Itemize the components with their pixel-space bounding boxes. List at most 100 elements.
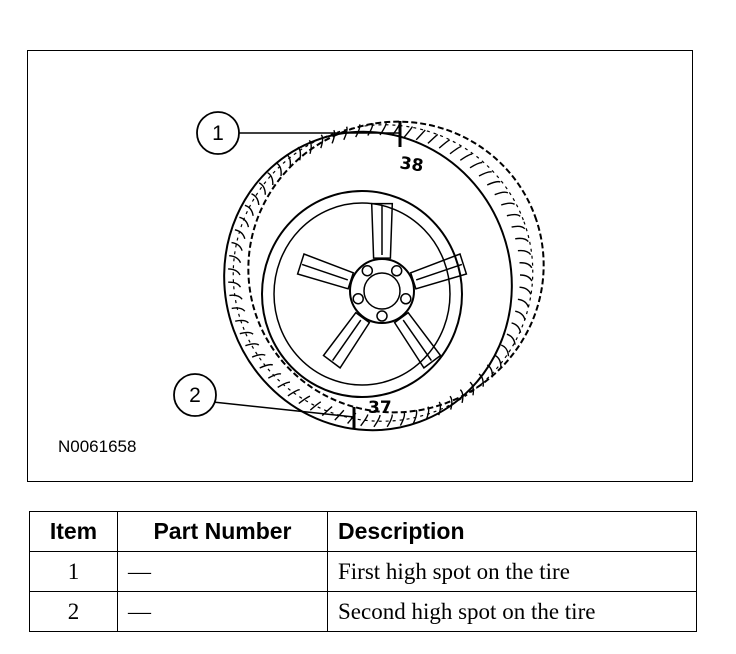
tread-lug [360, 414, 369, 427]
tire-mark-38: 38 [398, 153, 424, 176]
row-part-number: — [117, 551, 328, 592]
tread-lug [403, 126, 414, 138]
tread-lug [286, 154, 292, 168]
wheel-spoke-ridge [301, 263, 349, 281]
figure-code: N0061658 [58, 437, 137, 456]
lug-nut [361, 264, 374, 277]
tread-lug [259, 363, 274, 369]
tread-lug [386, 414, 393, 428]
table-row: 2 — Second high spot on the tire [29, 591, 697, 632]
tread-lug [234, 229, 246, 240]
tread-lug [519, 262, 533, 269]
tread-lug [276, 162, 282, 177]
tread-lug [478, 373, 484, 387]
row-part-number: — [117, 591, 328, 632]
row-item: 1 [29, 551, 118, 592]
tire-drawing: 38 37 1 2 [173, 111, 545, 432]
lug-nuts [352, 264, 412, 322]
callout-2-number: 2 [189, 384, 201, 407]
lug-nut [352, 292, 364, 305]
tread-lug [515, 237, 529, 243]
tread-lug [399, 412, 406, 426]
tire-illustration: 38 37 1 2 N0061658 [27, 50, 693, 482]
wheel-hub [349, 258, 415, 324]
tread-lug [298, 395, 311, 405]
tread-lug [229, 255, 242, 264]
tread-lug [517, 298, 530, 308]
tread-lug [506, 333, 516, 345]
callout-1-circle [196, 111, 240, 155]
callout-2-circle [173, 373, 217, 417]
lug-nut [376, 310, 388, 322]
lug-nut [390, 265, 403, 277]
tread-lug [486, 364, 494, 378]
tire-shoulder [247, 120, 545, 414]
table-header-row: Item Part Number Description [29, 511, 697, 552]
lug-nut [400, 293, 412, 305]
tread-lug [391, 123, 400, 136]
header-part-number: Part Number [117, 511, 328, 552]
tread-lug [277, 381, 291, 388]
tread-lug [517, 249, 532, 256]
tread-lug [231, 307, 246, 312]
tread-lug [309, 401, 322, 411]
tread-lug [438, 139, 451, 149]
tire-tread-band [232, 124, 534, 422]
row-description: Second high spot on the tire [327, 591, 697, 632]
parts-table: Item Part Number Description 1 — First h… [29, 511, 697, 632]
tread-lug [267, 172, 274, 186]
tread-lug [287, 389, 300, 397]
tread-lug [469, 161, 483, 169]
tread-lug [258, 182, 266, 195]
callout-1-number: 1 [212, 122, 224, 145]
tread-lug [519, 286, 532, 295]
row-description: First high spot on the tire [327, 551, 697, 592]
wheel-spoke [393, 311, 442, 369]
tread-lug [425, 406, 430, 421]
tread-lug [415, 129, 426, 141]
wheel-spoke [322, 311, 371, 369]
row-item: 2 [29, 591, 118, 632]
tread-lug [500, 202, 516, 206]
tread-lug [412, 409, 418, 424]
tread-lug [367, 123, 374, 136]
wheel-spoke-ridge [331, 319, 362, 362]
tread-lug [511, 322, 522, 333]
tread-lug [494, 354, 502, 368]
tread-lug [228, 281, 242, 288]
tread-lug [229, 294, 243, 300]
tread-lug [449, 145, 462, 155]
tread-lug [320, 134, 324, 149]
tread-lug [331, 129, 336, 144]
tire-outer-edge [223, 130, 513, 432]
callout-2-leader [212, 401, 355, 418]
tire-mark-37: 37 [368, 398, 392, 418]
tread-lug [267, 373, 282, 379]
tread-lug [427, 133, 439, 144]
tread-lug [245, 343, 260, 347]
header-description: Description [327, 511, 697, 552]
tread-lug [334, 409, 345, 421]
tread-lug [506, 213, 521, 217]
tread-lug [228, 268, 241, 276]
tread-lug [244, 204, 254, 216]
tread-lug [478, 171, 492, 177]
tread-lugs [228, 123, 533, 428]
tread-lug [231, 241, 243, 251]
tread-lug [494, 191, 509, 196]
header-item: Item [29, 511, 118, 552]
tread-lug [500, 344, 510, 357]
tread-lug [239, 216, 250, 228]
wheel-rim-inner [273, 202, 451, 386]
tread-lug [308, 139, 312, 154]
wheel-rim-outer [261, 190, 463, 398]
tread-lug [469, 381, 475, 396]
tread-lug [239, 331, 254, 335]
tread-lug [519, 274, 533, 282]
wheel-spoke [370, 202, 394, 259]
tread-lug [355, 124, 361, 138]
tread-lug [449, 395, 453, 410]
tread-lug [486, 180, 501, 186]
tread-lug [373, 414, 381, 428]
tread-lug [511, 225, 526, 230]
